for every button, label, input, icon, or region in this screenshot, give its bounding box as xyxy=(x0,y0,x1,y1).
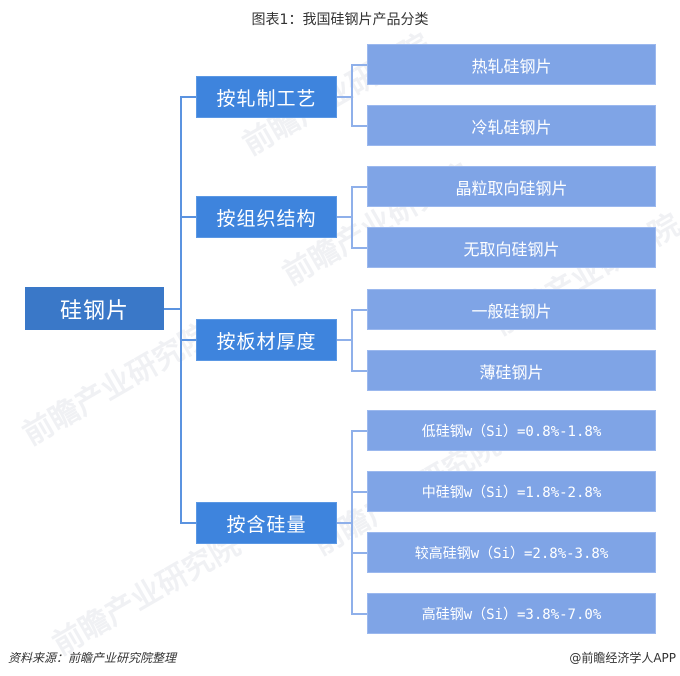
leaf-hot-rolled: 热轧硅钢片 xyxy=(367,44,656,85)
category-label: 按含硅量 xyxy=(226,513,307,536)
leaf-high-silicon: 高硅钢w（Si）=3.8%-7.0% xyxy=(367,593,656,634)
leaf-label: 薄硅钢片 xyxy=(479,362,544,382)
leaf-label: 较高硅钢w（Si）=2.8%-3.8% xyxy=(414,545,609,562)
leaf-label: 无取向硅钢片 xyxy=(463,239,560,259)
connector xyxy=(337,96,352,98)
connector xyxy=(164,308,181,310)
leaf-label: 高硅钢w（Si）=3.8%-7.0% xyxy=(421,606,602,623)
category-label: 按轧制工艺 xyxy=(216,87,317,110)
leaf-grain-oriented: 晶粒取向硅钢片 xyxy=(367,166,656,207)
leaf-cold-rolled: 冷轧硅钢片 xyxy=(367,105,656,146)
connector xyxy=(351,64,367,66)
category-silicon-content: 按含硅量 xyxy=(196,502,337,544)
connector xyxy=(180,96,196,98)
connector xyxy=(351,309,353,371)
connector xyxy=(351,430,367,432)
connector xyxy=(337,522,352,524)
connector xyxy=(337,216,352,218)
source-note: 资料来源：前瞻产业研究院整理 xyxy=(8,651,177,665)
category-thickness: 按板材厚度 xyxy=(196,319,337,361)
leaf-thin: 薄硅钢片 xyxy=(367,350,656,391)
connector xyxy=(180,339,196,341)
connector xyxy=(351,613,367,615)
connector xyxy=(180,522,196,524)
leaf-label: 冷轧硅钢片 xyxy=(471,117,552,137)
leaf-label: 中硅钢w（Si）=1.8%-2.8% xyxy=(421,484,602,501)
connector xyxy=(180,216,196,218)
connector xyxy=(351,552,367,554)
category-label: 按板材厚度 xyxy=(216,330,317,353)
connector xyxy=(351,370,367,372)
connector xyxy=(351,430,353,614)
leaf-medium-silicon: 中硅钢w（Si）=1.8%-2.8% xyxy=(367,471,656,512)
figure-title: 图表1：我国硅钢片产品分类 xyxy=(251,12,429,28)
category-rolling-process: 按轧制工艺 xyxy=(196,76,337,118)
connector xyxy=(351,186,367,188)
watermark: 前瞻产业研究院 xyxy=(17,317,217,453)
leaf-higher-silicon: 较高硅钢w（Si）=2.8%-3.8% xyxy=(367,532,656,573)
connector xyxy=(351,309,367,311)
category-label: 按组织结构 xyxy=(216,207,317,230)
connector xyxy=(351,125,367,127)
category-structure: 按组织结构 xyxy=(196,196,337,238)
leaf-label: 晶粒取向硅钢片 xyxy=(455,178,568,198)
leaf-non-oriented: 无取向硅钢片 xyxy=(367,227,656,268)
leaf-normal-thickness: 一般硅钢片 xyxy=(367,289,656,330)
leaf-label: 热轧硅钢片 xyxy=(471,56,552,76)
connector xyxy=(351,64,353,126)
root-node: 硅钢片 xyxy=(25,287,164,330)
leaf-label: 低硅钢w（Si）=0.8%-1.8% xyxy=(421,423,602,440)
leaf-low-silicon: 低硅钢w（Si）=0.8%-1.8% xyxy=(367,410,656,451)
leaf-label: 一般硅钢片 xyxy=(471,301,552,321)
connector xyxy=(351,186,353,248)
connector xyxy=(351,247,367,249)
credit: @前瞻经济学人APP xyxy=(569,651,676,665)
connector-trunk xyxy=(180,96,182,524)
connector xyxy=(337,339,352,341)
root-label: 硅钢片 xyxy=(59,298,129,324)
connector xyxy=(351,491,367,493)
